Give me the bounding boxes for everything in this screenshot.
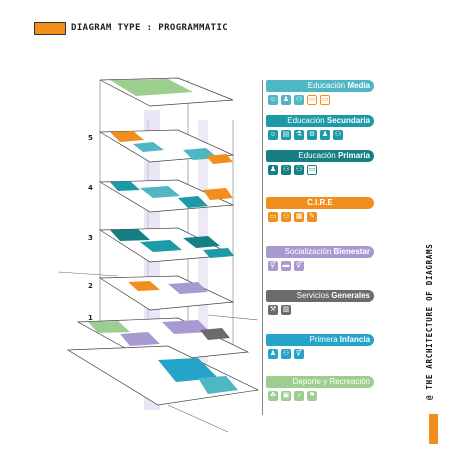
legend-label-media: Educación Media: [266, 80, 374, 92]
bag-icon: ▣: [281, 391, 291, 401]
legend-primera-infancia: Primera Infancia ♟ ⚇ ⚥: [266, 334, 374, 359]
legend-label-deporte: Deporte y Recreación: [266, 376, 374, 388]
floor-label-1: 1: [88, 314, 93, 322]
floor-label-3: 3: [88, 234, 93, 242]
floor-3-slab: [98, 227, 235, 263]
restroom-icon: ⚥: [294, 349, 304, 359]
exploded-axonometric-diagram: 5 4 3 2 1: [58, 77, 260, 433]
legend-label-bienestar: Socialización Bienestar: [266, 246, 374, 258]
credit-color-bar: [429, 414, 438, 444]
user-icon: ☺: [268, 95, 278, 105]
credit-text: @ THE ARCHITECTURE OF DIAGRAMS: [425, 243, 434, 400]
legend-educacion-primaria: Educación Primaria ♟ ⚇ ⚇ ▭: [266, 150, 374, 175]
meeting-icon: ⚇: [294, 95, 304, 105]
wrench-icon: ⚒: [268, 305, 278, 315]
child-icon: ♟: [281, 95, 291, 105]
floor-4-slab: [98, 179, 235, 213]
user-icon: ☺: [268, 130, 278, 140]
diagram-type-title: DIAGRAM TYPE : PROGRAMMATIC: [71, 23, 229, 33]
legend-socializacion-bienestar: Socialización Bienestar ⚥ ▬ ⚥: [266, 246, 374, 271]
floor-5-slab: [98, 129, 235, 164]
trash-icon: ▥: [281, 305, 291, 315]
flag-icon: ⚑: [307, 391, 317, 401]
legend-educacion-secundaria: Educación Secundaria ☺ ▤ ⚗ ⚙ ♟ ⚇: [266, 115, 374, 140]
screen-icon: ▭: [268, 212, 278, 222]
child-icon: ♟: [268, 165, 278, 175]
screen-icon: ▭: [320, 95, 330, 105]
program-legend: Educación Media ☺ ♟ ⚇ ▭ ▭ Educación Secu…: [262, 70, 382, 420]
group-icon: ⚇: [281, 349, 291, 359]
screen-icon: ▭: [307, 95, 317, 105]
restroom-icon: ⚥: [294, 261, 304, 271]
floor-2-slab: [98, 275, 235, 311]
group-icon: ⚇: [333, 130, 343, 140]
floor-label-2: 2: [88, 282, 93, 290]
screen-icon: ▭: [307, 165, 317, 175]
legend-deporte-recreacion: Deporte y Recreación ☘ ▣ ♪ ⚑: [266, 376, 374, 401]
restroom-icon: ⚥: [268, 261, 278, 271]
legend-label-primaria: Educación Primaria: [266, 150, 374, 162]
floor-label-4: 4: [88, 184, 93, 192]
legend-label-generales: Servicios Generales: [266, 290, 374, 302]
group-icon: ⚇: [281, 165, 291, 175]
header-color-swatch: [34, 22, 66, 35]
legend-label-infancia: Primera Infancia: [266, 334, 374, 346]
floor-label-5: 5: [88, 134, 93, 142]
child-icon: ♟: [320, 130, 330, 140]
music-icon: ♪: [294, 391, 304, 401]
legend-rule: [262, 80, 263, 415]
legend-educacion-media: Educación Media ☺ ♟ ⚇ ▭ ▭: [266, 80, 374, 105]
desk-icon: ▤: [281, 130, 291, 140]
credit-vertical: @ THE ARCHITECTURE OF DIAGRAMS: [425, 244, 439, 400]
legend-servicios-generales: Servicios Generales ⚒ ▥: [266, 290, 374, 315]
roof-slab: [99, 77, 234, 107]
clipboard-icon: ▦: [294, 212, 304, 222]
legend-label-cire: C.I.R.E: [266, 197, 374, 209]
ground-level: [66, 345, 260, 406]
flask-icon: ⚗: [294, 130, 304, 140]
child-icon: ♟: [268, 349, 278, 359]
runner-icon: ☘: [268, 391, 278, 401]
gear-icon: ⚙: [307, 130, 317, 140]
meeting-icon: ⚇: [294, 165, 304, 175]
access-arrows: [58, 271, 259, 433]
legend-label-secundaria: Educación Secundaria: [266, 115, 374, 127]
group-icon: ⚇: [281, 212, 291, 222]
pen-icon: ✎: [307, 212, 317, 222]
sofa-icon: ▬: [281, 261, 291, 271]
legend-cire: C.I.R.E ▭ ⚇ ▦ ✎: [266, 197, 374, 222]
